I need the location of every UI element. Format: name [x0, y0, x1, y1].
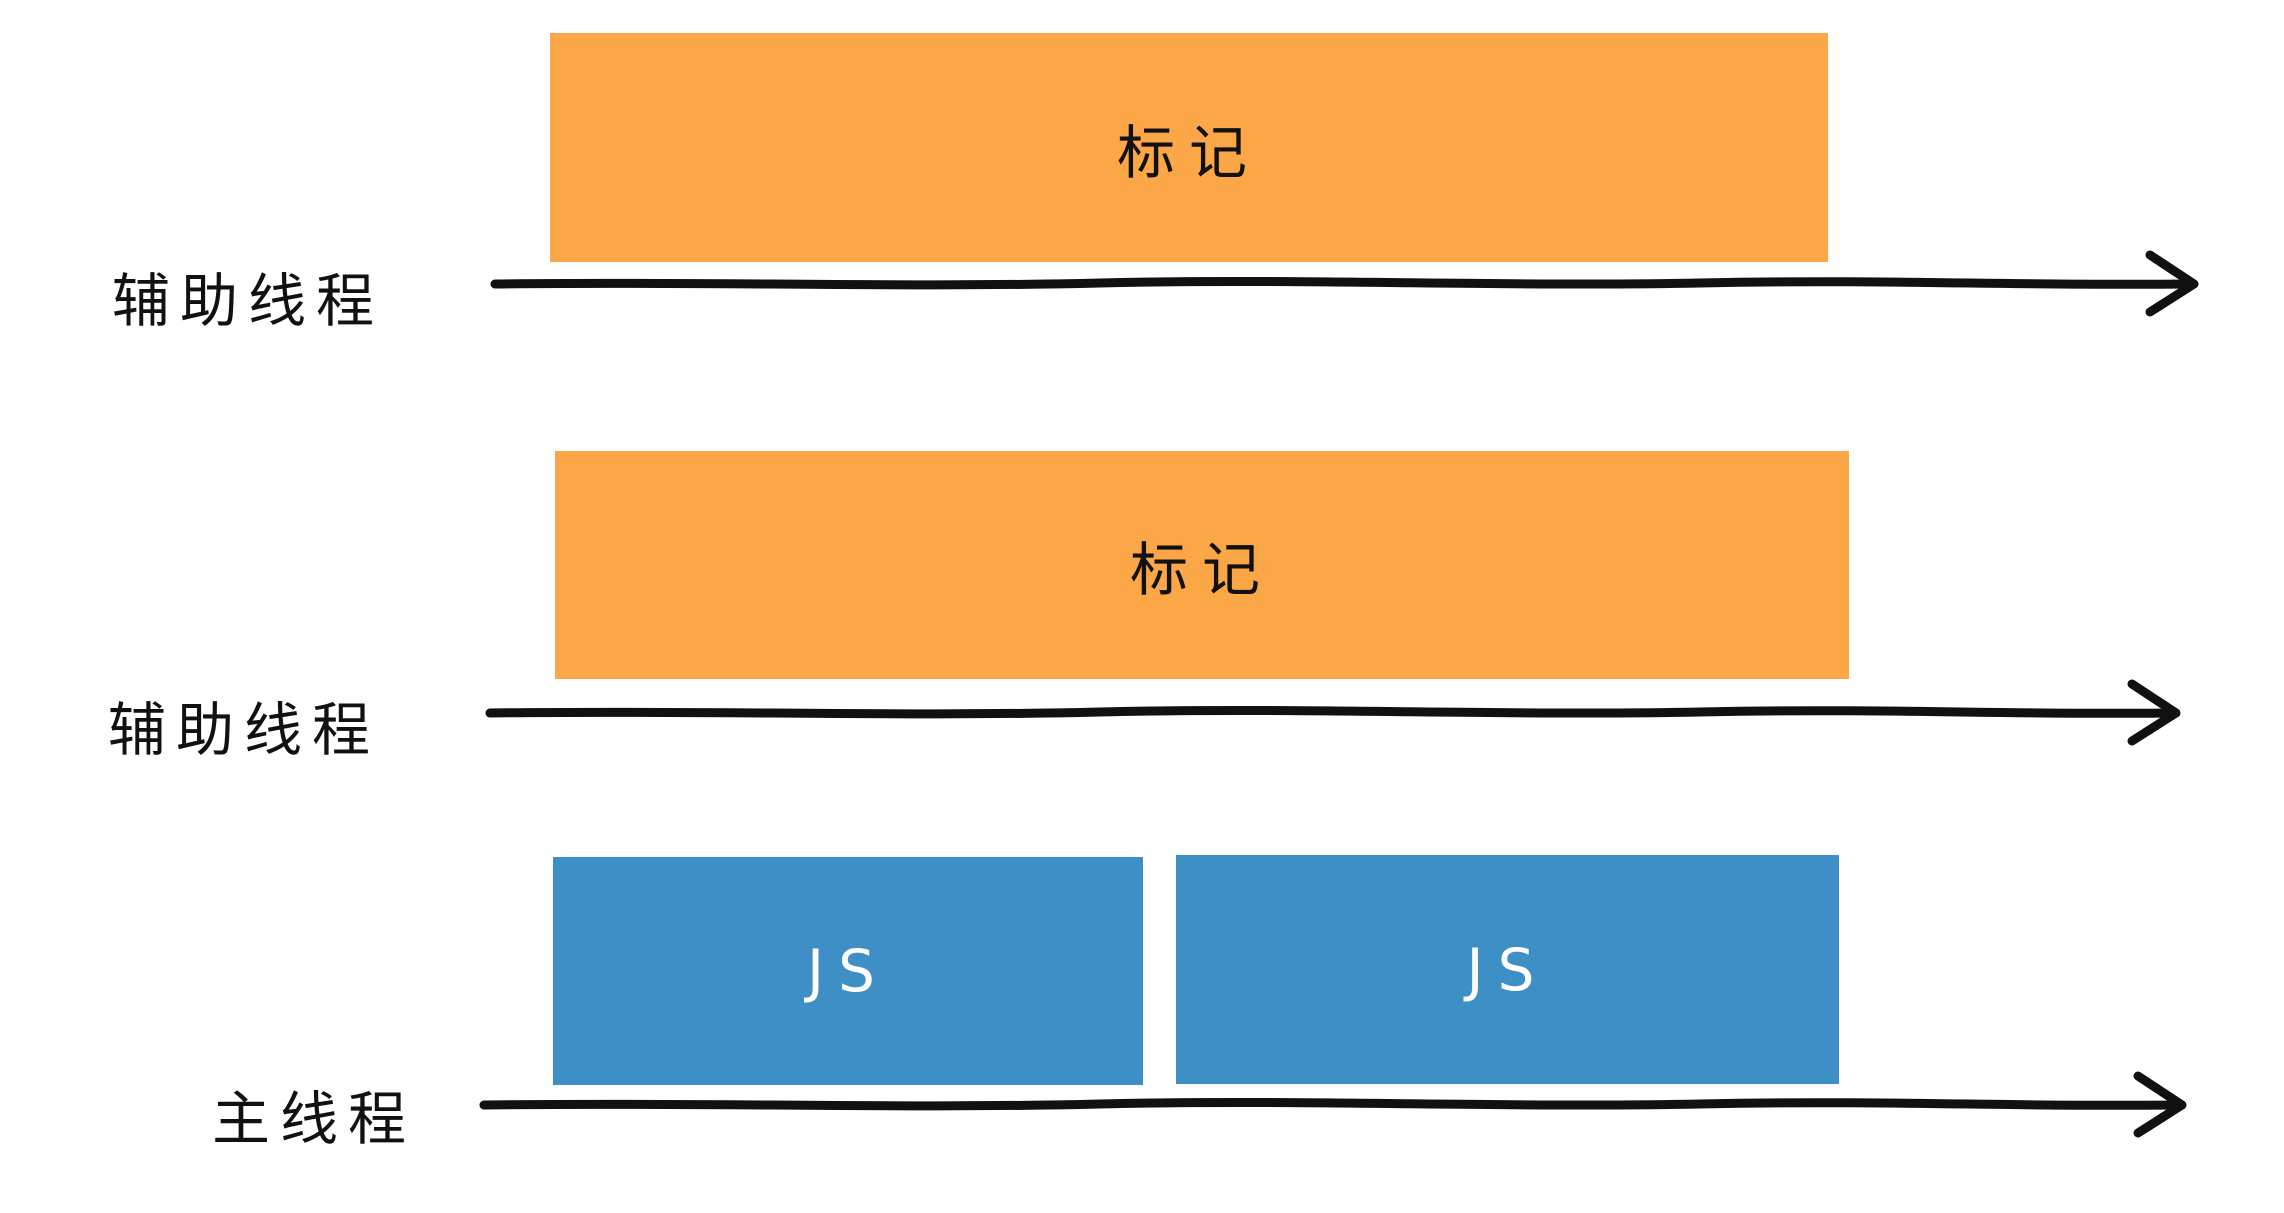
mark-block-label: 标记: [1116, 118, 1261, 187]
js-block-main-thread-2: JS: [1176, 855, 1839, 1084]
js-block-label: JS: [1466, 935, 1549, 1004]
lane-label-helper-thread-1: 辅助线程: [112, 267, 385, 335]
timeline-arrow-helper-thread-2: [485, 679, 2181, 746]
lane-label-main-thread: 主线程: [212, 1085, 417, 1153]
timeline-arrow-helper-thread-1: [490, 250, 2199, 317]
timeline-arrow-main-thread: [479, 1071, 2187, 1138]
js-block-main-thread-1: JS: [553, 857, 1143, 1085]
mark-block-label: 标记: [1129, 536, 1274, 604]
lane-label-helper-thread-2: 辅助线程: [108, 696, 381, 764]
mark-block-helper-thread-2: 标记: [555, 451, 1849, 679]
mark-block-helper-thread-1: 标记: [550, 33, 1828, 262]
js-block-label: JS: [807, 937, 889, 1005]
